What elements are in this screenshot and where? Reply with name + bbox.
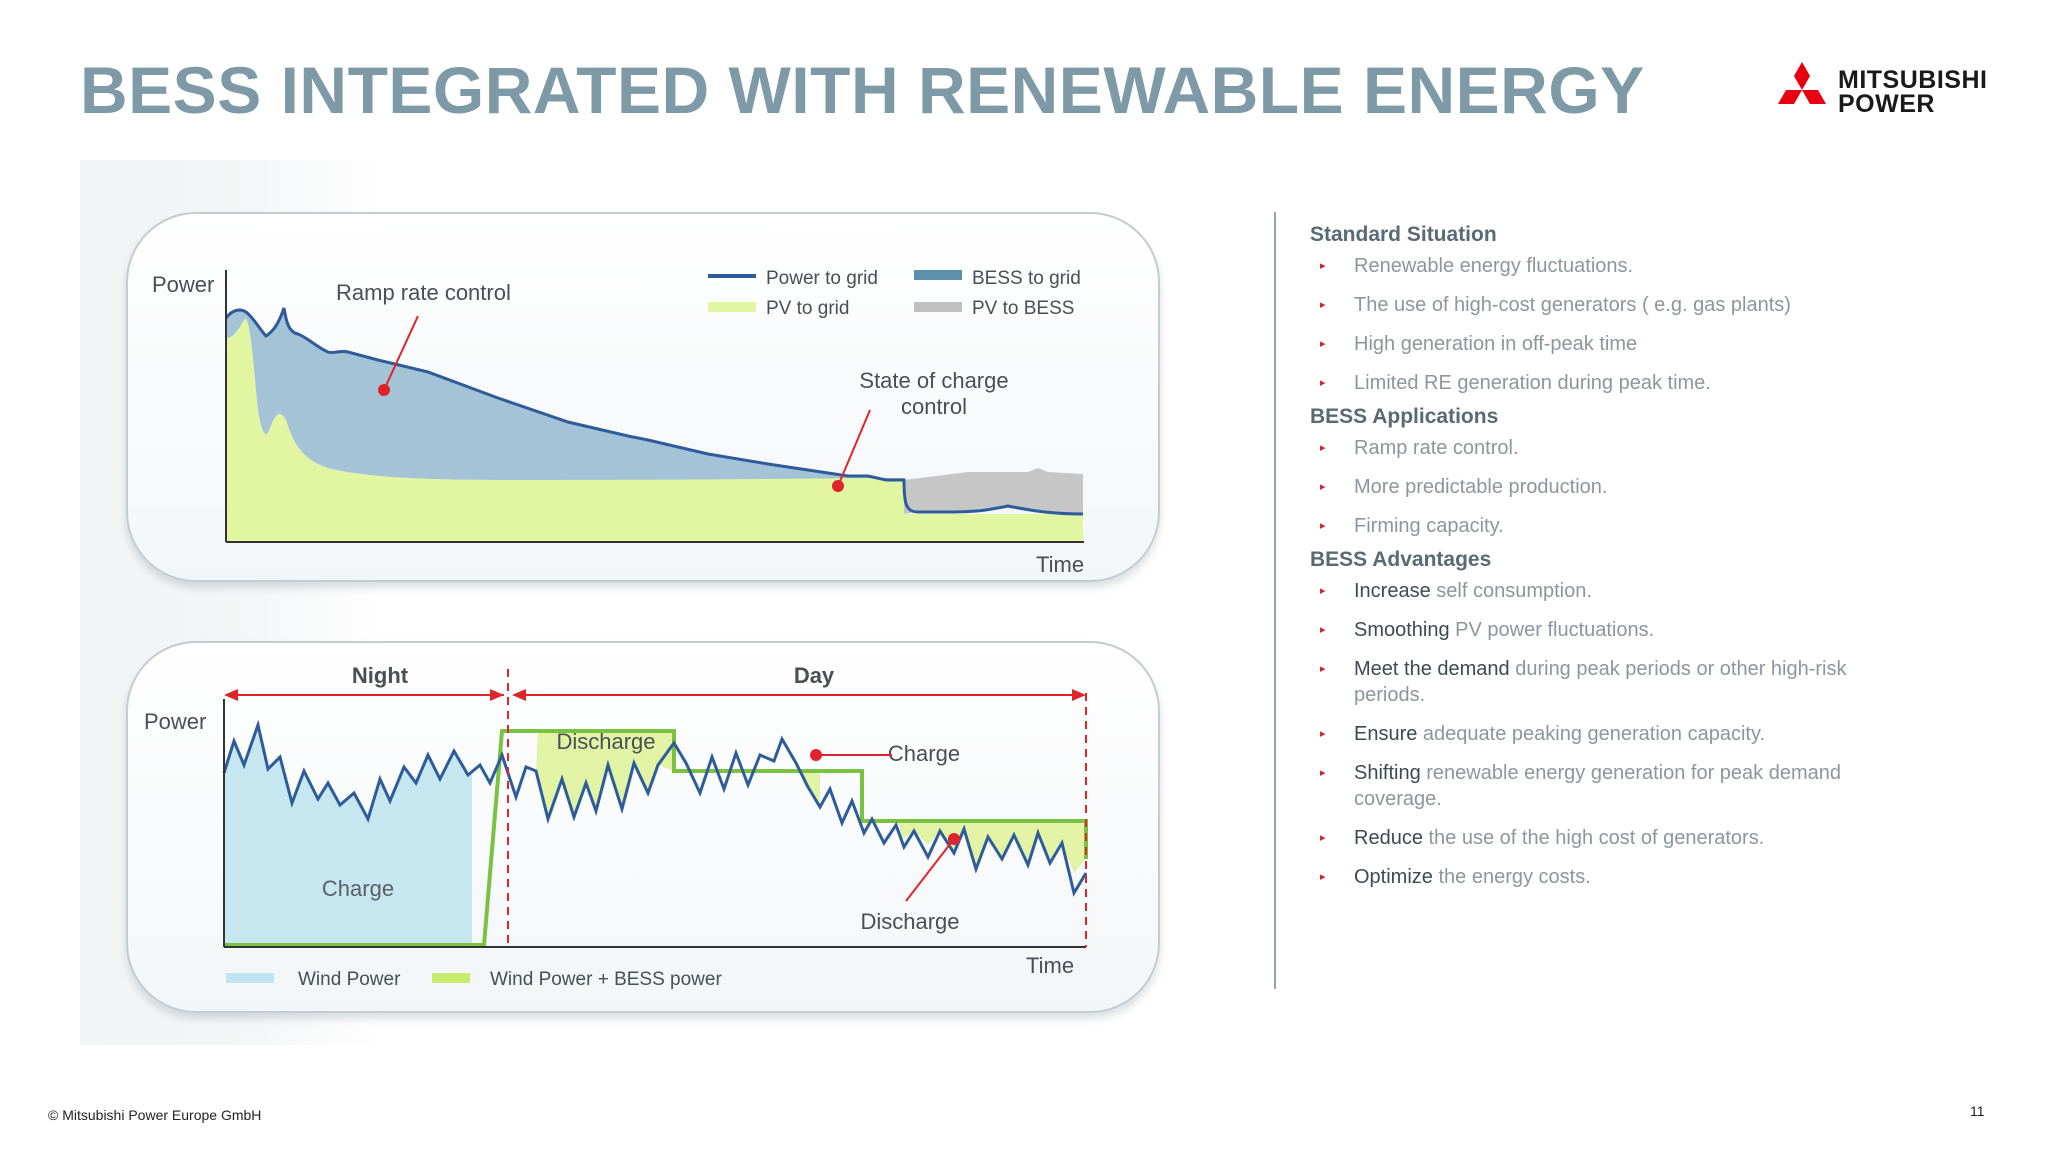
bullet-icon: ▸ <box>1320 299 1326 311</box>
legend-wind-bess-label: Wind Power + BESS power <box>490 969 722 990</box>
bullet-icon: ▸ <box>1320 728 1326 740</box>
charge-right-label: Charge <box>888 741 960 766</box>
charge-marker <box>810 749 822 761</box>
page-number: 11 <box>1970 1103 1985 1119</box>
x-axis-label: Time <box>1036 552 1084 577</box>
list-item: ▸Shifting renewable energy generation fo… <box>1320 762 1842 810</box>
pv-to-grid-area <box>226 318 1083 542</box>
ramp-rate-chart: Power Time Ramp rate control State of ch… <box>152 268 1084 577</box>
wind-bess-chart-card: Night Day Power Time Charge Discharge Ch… <box>126 641 1160 1013</box>
power-to-grid-line <box>224 307 1084 516</box>
applications-list: ▸Ramp rate control. ▸More predictable pr… <box>1310 435 1870 539</box>
list-item: ▸Increase self consumption. <box>1320 580 1592 602</box>
ramp-rate-annotation: Ramp rate control <box>336 280 511 305</box>
bullet-icon: ▸ <box>1320 520 1326 532</box>
copyright-footer: © Mitsubishi Power Europe GmbH <box>48 1107 262 1123</box>
list-item: ▸Ramp rate control. <box>1320 437 1519 459</box>
mitsubishi-diamonds-icon <box>1778 62 1826 104</box>
list-item: ▸More predictable production. <box>1320 476 1608 498</box>
section-heading-advantages: BESS Advantages <box>1310 548 1492 571</box>
legend-bess-to-grid-swatch <box>914 270 962 280</box>
ramp-rate-chart-card: Power Time Ramp rate control State of ch… <box>126 212 1160 582</box>
list-item: ▸Optimize the energy costs. <box>1320 866 1591 888</box>
list-item: ▸High generation in off-peak time <box>1320 333 1638 355</box>
bullet-icon: ▸ <box>1320 663 1326 675</box>
legend-pv-to-bess-swatch <box>914 302 962 312</box>
soc-annotation-line2: control <box>901 394 967 419</box>
legend-power-to-grid-swatch <box>708 274 756 278</box>
company-logo: MITSUBISHI POWER <box>1772 62 1992 118</box>
list-item: ▸Reduce the use of the high cost of gene… <box>1320 827 1765 849</box>
legend-pv-to-grid-label: PV to grid <box>766 298 849 319</box>
legend-power-to-grid-label: Power to grid <box>766 268 878 289</box>
wind-plus-bess-line <box>224 729 1088 947</box>
ramp-rate-marker <box>378 384 390 396</box>
discharge-top-label: Discharge <box>556 729 655 754</box>
logo-wordmark: MITSUBISHI POWER <box>1838 66 1988 118</box>
section-heading-applications: BESS Applications <box>1310 405 1499 428</box>
bullet-icon: ▸ <box>1320 832 1326 844</box>
night-charge-label: Charge <box>322 876 394 901</box>
legend-wind-bess-swatch <box>432 973 470 983</box>
list-item: ▸Smoothing PV power fluctuations. <box>1320 619 1655 641</box>
vertical-divider <box>1274 212 1276 989</box>
legend-pv-to-bess-label: PV to BESS <box>972 298 1074 319</box>
bullet-icon: ▸ <box>1320 871 1326 883</box>
y-axis-label: Power <box>152 272 214 297</box>
list-item: ▸Ensure adequate peaking generation capa… <box>1320 723 1766 745</box>
evening-discharge-area <box>898 821 1086 873</box>
page-title: BESS INTEGRATED WITH RENEWABLE ENERGY <box>80 53 1645 127</box>
discharge-bottom-label: Discharge <box>860 909 959 934</box>
list-item: ▸Limited RE generation during peak time. <box>1320 372 1711 394</box>
legend-bess-to-grid-label: BESS to grid <box>972 268 1081 289</box>
day-label: Day <box>794 663 835 688</box>
bullet-icon: ▸ <box>1320 260 1326 272</box>
bullet-icon: ▸ <box>1320 481 1326 493</box>
soc-marker <box>832 480 844 492</box>
list-item: ▸The use of high-cost generators ( e.g. … <box>1320 294 1791 316</box>
bullet-icon: ▸ <box>1320 624 1326 636</box>
bullet-panel: Standard Situation ▸Renewable energy flu… <box>1310 214 1870 890</box>
legend-wind-power-label: Wind Power <box>298 969 401 990</box>
wind-power-line <box>222 719 1088 897</box>
bullet-icon: ▸ <box>1320 338 1326 350</box>
night-label: Night <box>352 663 409 688</box>
pv-to-bess-area <box>904 468 1083 514</box>
bullet-icon: ▸ <box>1320 585 1326 597</box>
discharge-marker <box>948 833 960 845</box>
list-item: ▸Meet the demand during peak periods or … <box>1320 658 1847 706</box>
x-axis-label: Time <box>1026 953 1074 978</box>
night-charge-area <box>224 725 472 945</box>
bullet-icon: ▸ <box>1320 442 1326 454</box>
legend-pv-to-grid-swatch <box>708 302 756 312</box>
list-item: ▸Renewable energy fluctuations. <box>1320 255 1634 277</box>
legend-wind-power-swatch <box>226 973 274 983</box>
bullet-icon: ▸ <box>1320 767 1326 779</box>
standard-list: ▸Renewable energy fluctuations. ▸The use… <box>1310 253 1870 396</box>
bullet-icon: ▸ <box>1320 377 1326 389</box>
section-heading-standard: Standard Situation <box>1310 223 1497 246</box>
wind-bess-chart: Night Day Power Time Charge Discharge Ch… <box>144 663 1088 990</box>
bess-to-grid-area <box>226 308 904 482</box>
soc-annotation-line1: State of charge <box>859 368 1008 393</box>
list-item: ▸Firming capacity. <box>1320 515 1504 537</box>
y-axis-label: Power <box>144 709 206 734</box>
advantages-list: ▸Increase self consumption. ▸Smoothing P… <box>1310 578 1870 890</box>
chart-legend: Power to grid BESS to grid PV to grid PV… <box>708 268 1081 319</box>
